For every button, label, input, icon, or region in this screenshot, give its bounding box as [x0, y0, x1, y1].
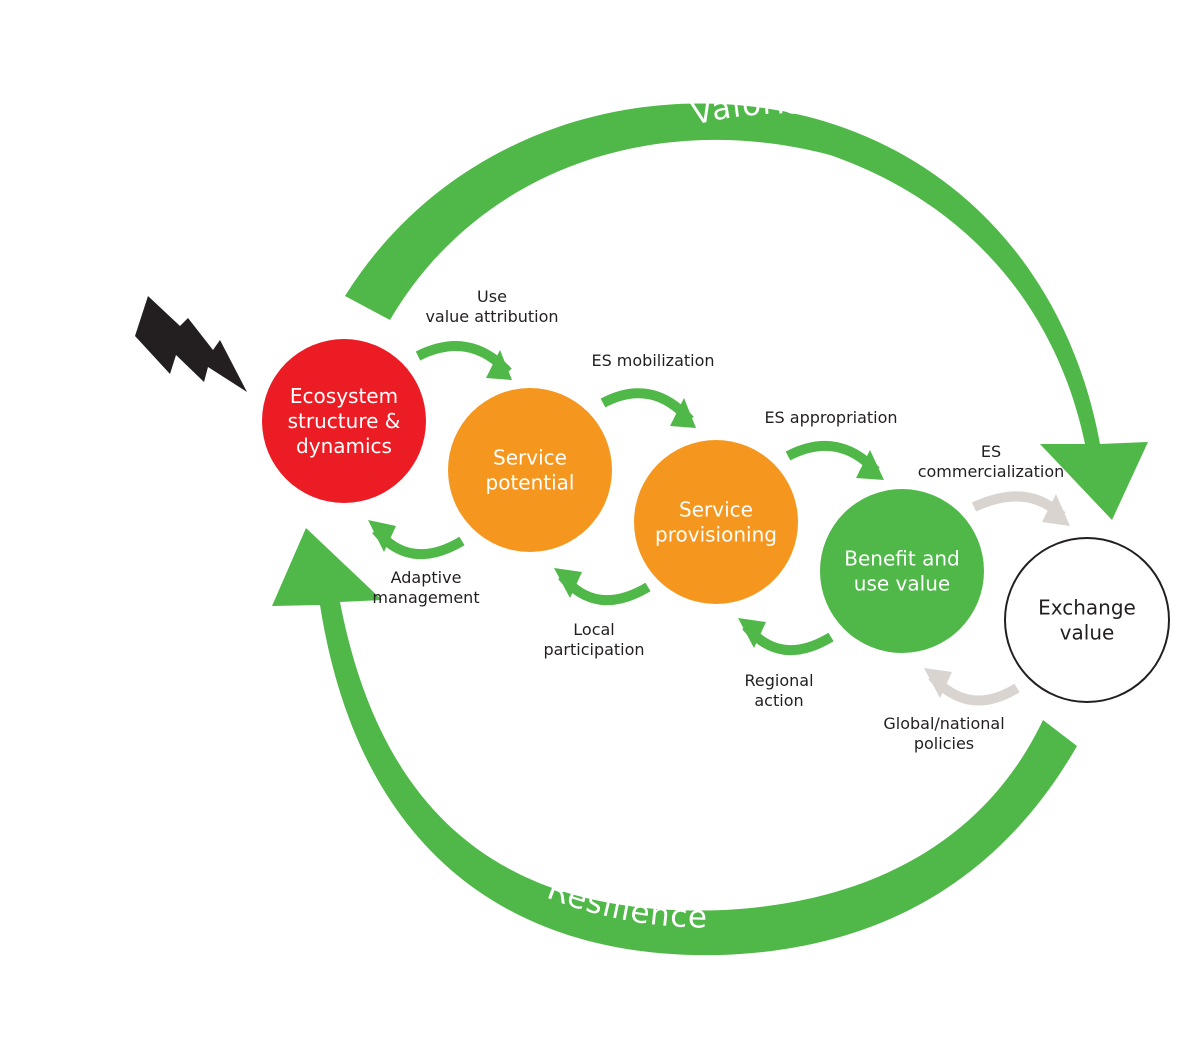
node-circle: [634, 440, 798, 604]
small-flow-arrows: [368, 341, 1070, 706]
forward-flow-label-line: Use: [477, 287, 507, 306]
node-circle: [262, 339, 426, 503]
feedback-flow-label-line: policies: [914, 734, 974, 753]
feedback-flow-arrow-4: [924, 668, 1020, 706]
forward-flow-arrow-head: [1042, 494, 1070, 526]
node-label-line: Exchange: [1038, 596, 1136, 620]
node-circle: [820, 489, 984, 653]
node-label-line: Service: [493, 446, 567, 470]
node-label-line: use value: [854, 572, 950, 596]
forward-flow-label-line: value attribution: [425, 307, 558, 326]
forward-flow-arrow-1: [415, 341, 512, 380]
node-label-line: structure &: [288, 409, 401, 433]
forward-flow-label-line: ES appropriation: [764, 408, 897, 427]
big-arrows: Valorisation Resilience: [272, 85, 1148, 956]
feedback-flow-label-line: Regional: [744, 671, 813, 690]
feedback-flow-label-line: Adaptive: [391, 568, 462, 587]
forward-flow-arrow-3: [785, 440, 884, 480]
forward-flow-arrow-head: [856, 450, 884, 480]
feedback-flow-label-line: Local: [573, 620, 614, 639]
forward-flow-label-3: ES appropriation: [764, 408, 897, 427]
node-circle: [448, 388, 612, 552]
forward-flow-label-line: ES: [981, 442, 1001, 461]
node-label-line: Service: [679, 498, 753, 522]
node-label-line: provisioning: [655, 523, 777, 547]
resilience-arrow: [272, 528, 1077, 956]
feedback-flow-arrow-3: [738, 618, 834, 656]
feedback-flow-label-line: participation: [543, 640, 644, 659]
node-label-line: value: [1060, 621, 1115, 645]
node-label-line: Ecosystem: [290, 384, 398, 408]
lightning-bolt-icon: [135, 296, 247, 392]
feedback-flow-label-line: Global/national: [883, 714, 1004, 733]
feedback-flow-arrow-head: [554, 568, 582, 598]
forward-flow-label-2: ES mobilization: [591, 351, 714, 370]
forward-flow-arrow-4: [971, 491, 1070, 526]
feedback-flow-arrow-2: [554, 568, 651, 606]
feedback-flow-label-line: action: [754, 691, 803, 710]
feedback-flow-arrow-1: [368, 520, 465, 560]
forward-flow-label-line: ES mobilization: [591, 351, 714, 370]
node-label-line: Benefit and: [844, 547, 959, 571]
node-label-line: dynamics: [296, 434, 392, 458]
feedback-flow-arrow-head: [738, 618, 766, 648]
forward-flow-arrow-2: [600, 388, 696, 428]
forward-flow-arrow-head: [670, 398, 696, 428]
feedback-flow-arrow-head: [368, 520, 396, 552]
node-circle: [1004, 537, 1170, 703]
feedback-flow-label-line: management: [372, 588, 479, 607]
valorisation-arrow: [345, 103, 1148, 521]
node-label-line: potential: [486, 471, 575, 495]
forward-flow-label-line: commercialization: [918, 462, 1065, 481]
forward-flow-arrow-head: [486, 350, 512, 380]
feedback-flow-arrow-head: [924, 668, 952, 698]
